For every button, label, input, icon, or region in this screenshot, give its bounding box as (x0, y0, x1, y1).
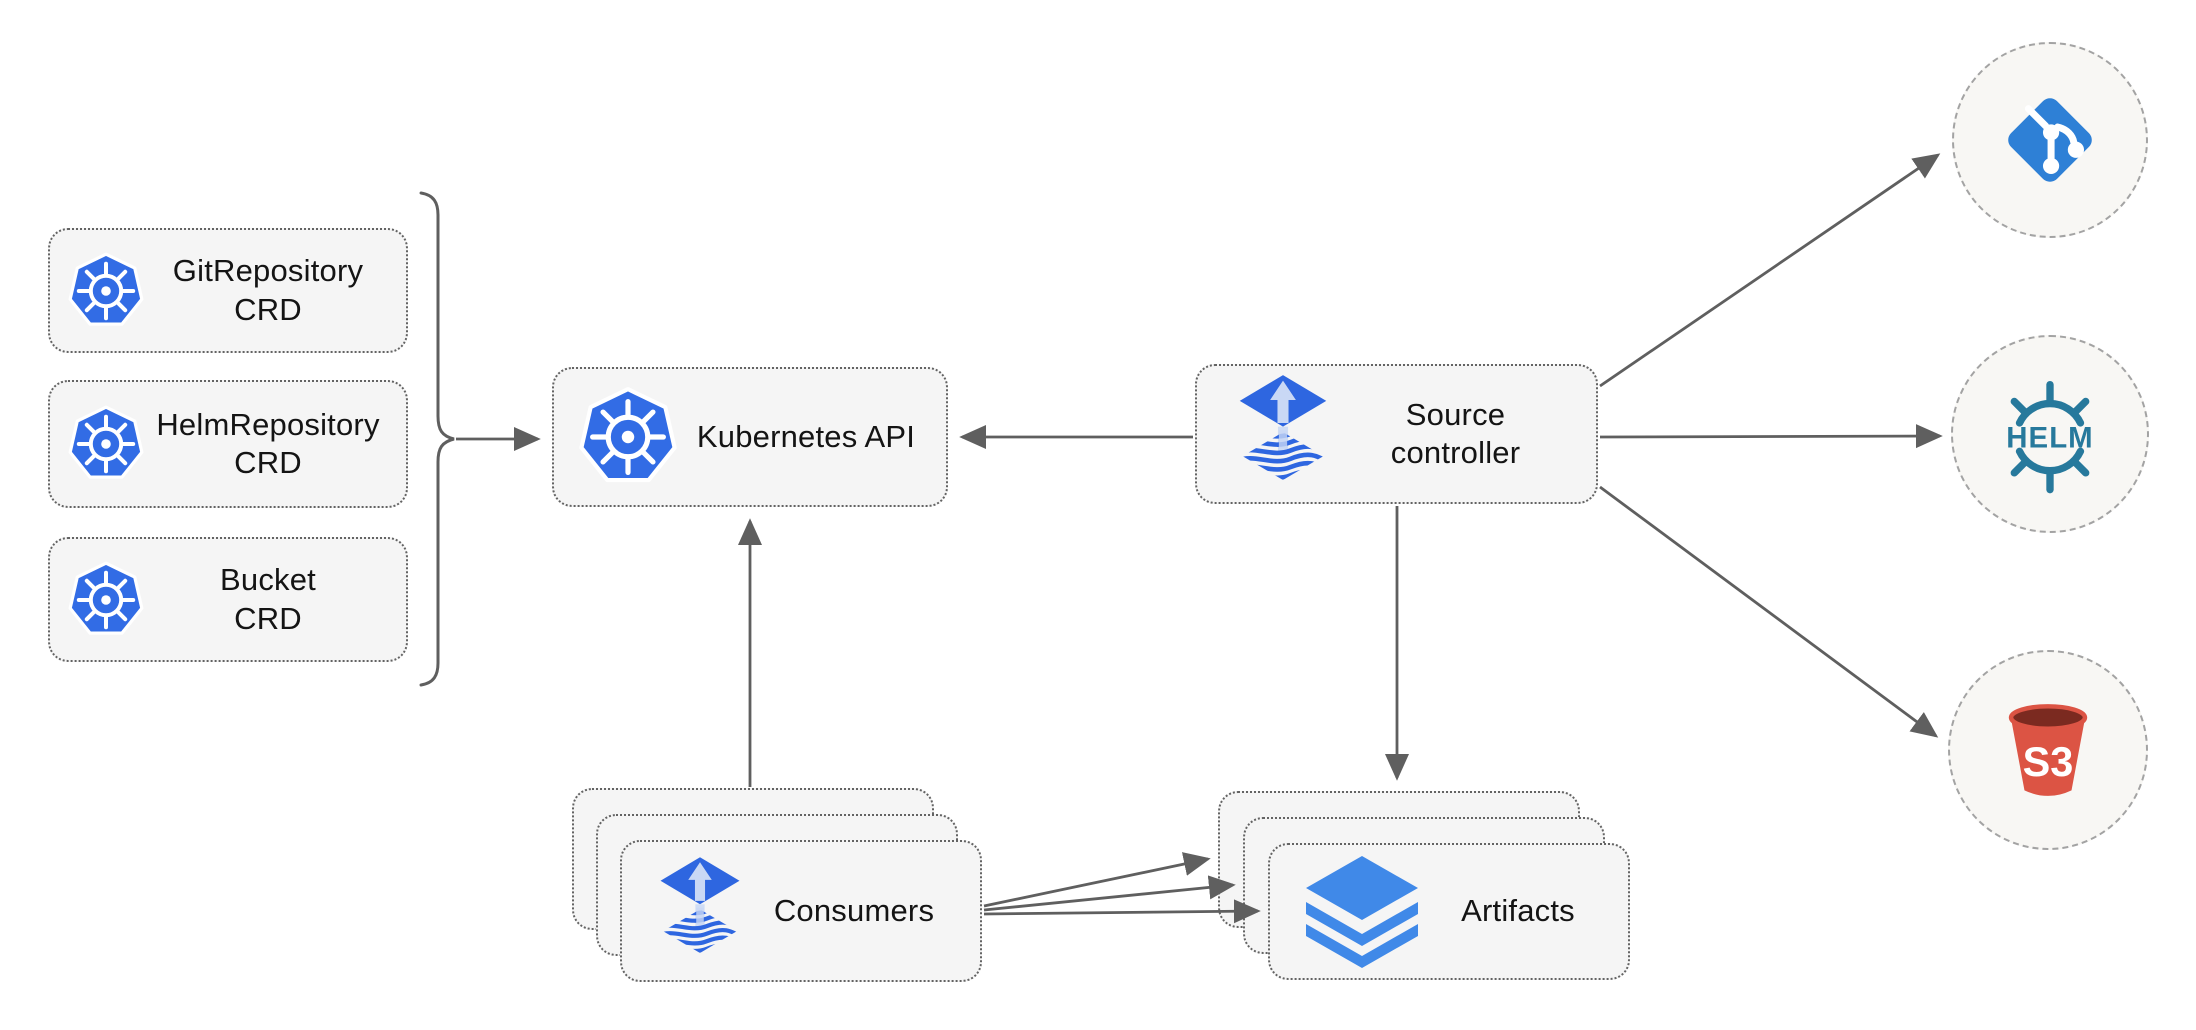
s3-icon-text: S3 (2023, 738, 2074, 785)
edge-source-controller-to-git (1599, 153, 1941, 388)
node-label: Consumers (773, 892, 935, 928)
edge-source-controller-to-helm (1599, 424, 1943, 449)
s3-bucket-icon: S3 (1992, 694, 2104, 806)
node-bucket-crd: Bucket CRD (48, 537, 408, 662)
kubernetes-icon (66, 251, 146, 331)
edge-consumers-to-artifacts-3 (983, 899, 1261, 924)
node-label: HelmRepository CRD (156, 406, 380, 480)
layers-icon (1302, 854, 1422, 970)
node-helmrepository-crd: HelmRepository CRD (48, 380, 408, 508)
node-label: Artifacts (1461, 893, 1575, 929)
edge-consumers-to-artifacts-1 (983, 852, 1211, 908)
node-label: Kubernetes API (696, 418, 916, 454)
edge-consumers-to-artifacts-2 (983, 875, 1236, 912)
edge-crd-group-brace (419, 191, 455, 687)
helm-icon: HELM (1987, 371, 2113, 497)
kubernetes-icon (66, 560, 146, 640)
node-kubernetes-api: Kubernetes API (552, 367, 948, 507)
node-label: GitRepository CRD (172, 253, 364, 327)
kubernetes-icon (66, 404, 146, 484)
node-gitrepository-crd: GitRepository CRD (48, 228, 408, 353)
flux-icon (1237, 375, 1329, 493)
flux-icon (658, 857, 742, 965)
node-git-endpoint (1952, 42, 2148, 238)
edge-source-controller-to-s3 (1599, 485, 1939, 738)
node-label: Bucket CRD (220, 562, 316, 636)
node-s3-endpoint: S3 (1948, 650, 2148, 850)
git-icon (1996, 86, 2104, 194)
node-consumers: Consumers (620, 840, 982, 982)
helm-icon-text: HELM (2006, 422, 2093, 455)
kubernetes-icon (576, 385, 680, 489)
node-artifacts: Artifacts (1268, 843, 1630, 980)
node-source-controller: Source controller (1195, 364, 1598, 504)
node-label: Source controller (1390, 396, 1521, 470)
node-helm-endpoint: HELM (1951, 335, 2149, 533)
